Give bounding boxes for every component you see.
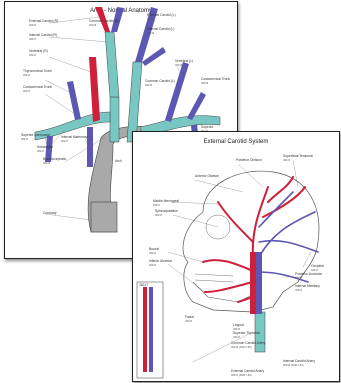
arch-label-3: Thyrocervical Trunk <box>23 69 52 73</box>
inset-label: 36217 <box>139 283 148 287</box>
thyrocervical-right <box>67 81 81 120</box>
vein-branches <box>259 192 318 282</box>
arch-code-11: 36216 <box>147 17 155 21</box>
ec-label-10: Facial <box>185 315 194 319</box>
ec-code-2: 36217 <box>283 158 291 162</box>
arch-code-14: 36216 <box>201 81 209 85</box>
ec-label-5: Buccal <box>149 247 159 251</box>
arch-code-6: 36217 <box>37 149 45 153</box>
arch-label-4: Costocervical Trunk <box>23 85 52 89</box>
arch-code-10: 36216 <box>145 83 153 87</box>
arch-label-5: Superior Intercostal <box>21 133 50 137</box>
arch-code-4: 36217 <box>23 89 31 93</box>
arch-label-14: Costocervical Trunk <box>201 77 230 81</box>
vertebral-left <box>165 62 189 122</box>
ec-label-3: Middle Meningeal <box>153 199 179 203</box>
ec-code-10: 36217 <box>185 319 193 323</box>
ec-code-3: 36217 <box>153 203 161 207</box>
arch-label-16: Coronary <box>43 211 57 215</box>
arch-label-1: Internal Carotid (R) <box>29 33 57 37</box>
arch-label-7: Brachiocephalic <box>43 157 67 161</box>
ec-code-4: 36217 <box>155 213 163 217</box>
ec-code-13: 36216 (36217-81) <box>231 345 252 349</box>
arch-label-12: Internal Carotid (L) <box>147 27 175 31</box>
arch-code-9: 36216 <box>89 23 97 27</box>
internal-carotid-column <box>256 252 262 314</box>
arch-code-5: 36217 <box>21 137 29 141</box>
arch-code-7: 36216 <box>43 161 51 165</box>
arch-label-15: Superior <box>201 125 214 129</box>
brachiocephalic-artery <box>110 97 119 142</box>
aorta-label: Arch <box>115 159 122 163</box>
ec-label-7: Occipital <box>311 264 324 268</box>
ec-label-4: Sphenopalatine <box>155 209 178 213</box>
ec-label-13: Common Carotid Artery <box>231 341 266 345</box>
arch-label-10: Common Carotid (L) <box>145 79 175 83</box>
ec-label-2: Superficial Temporal <box>283 154 313 158</box>
arch-label-0: External Carotid (R) <box>29 19 58 23</box>
ec-code-15: 36217 (36217-81) <box>231 373 252 377</box>
teeth <box>195 274 233 282</box>
descending-aorta <box>91 202 117 232</box>
external-carotid-card: External Carotid System 36 <box>132 131 340 382</box>
vertebral-right <box>89 57 100 122</box>
arch-code-2: 36217 <box>29 53 37 57</box>
ec-label-15: External Carotid Artery <box>231 369 265 373</box>
ec-label-9: Internal Maxillary <box>295 284 320 288</box>
arch-code-1: 36217 <box>29 37 37 41</box>
arch-code-12: 36216 <box>147 31 155 35</box>
arch-label-6: Subclavian <box>37 145 53 149</box>
arch-code-0: 36217 <box>29 23 37 27</box>
ec-code-12: 36217 <box>233 335 241 339</box>
ec-code-5: 36217 <box>149 251 157 255</box>
arch-label-2: Vertebral (R) <box>29 49 48 53</box>
ec-code-14: 36216 (36217-81) <box>283 363 304 367</box>
arch-label-11: External Carotid (L) <box>147 13 176 17</box>
ec-label-6: Inferior Alveolar <box>149 259 173 263</box>
ec-label-8: Posterior Auricular <box>295 272 323 276</box>
ec-label-11: Lingual <box>233 323 244 327</box>
arch-code-8: 36217 <box>61 139 69 143</box>
ec-label-14: Internal Carotid Artery <box>283 359 315 363</box>
arch-code-3: 36217 <box>23 73 31 77</box>
common-carotid-right <box>105 32 119 97</box>
ec-label-12: Superior Thyroidal <box>233 331 260 335</box>
ec-label-1: Posterior Division <box>236 158 262 162</box>
arch-code-13: 36216 <box>175 63 183 67</box>
arch-label-9: Common Carotid (R) <box>89 19 119 23</box>
arch-label-8: Internal Mammary <box>61 135 88 139</box>
arch-label-13: Vertebral (L) <box>175 59 193 63</box>
ec-code-8: 36217 <box>295 276 303 280</box>
ec-code-6: 36217 <box>149 263 157 267</box>
ec-label-0: Anterior Division <box>195 174 219 178</box>
ec-diagram: 36217 Anterior Division Posterior Divisio… <box>133 132 339 381</box>
ec-code-9: 36217 <box>295 288 303 292</box>
